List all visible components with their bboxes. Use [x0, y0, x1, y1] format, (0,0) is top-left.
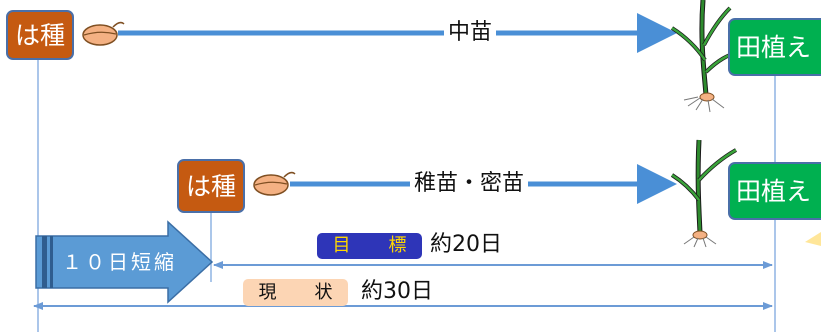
sowing-label: は種 — [185, 171, 236, 201]
planting-box-top: 田植え — [728, 18, 821, 76]
current-days: 約30日 — [361, 279, 433, 304]
rice-seedling-icon — [670, 0, 739, 113]
seedling-type-young-dense: 稚苗・密苗 — [410, 173, 529, 195]
seedling-type-medium: 中苗 — [444, 22, 497, 44]
shortening-arrow-stripe — [42, 236, 47, 288]
planting-box-bottom: 田植え — [728, 162, 821, 220]
shortening-label: １０日短縮 — [62, 250, 177, 274]
rice-seedling-icon — [670, 139, 737, 248]
planting-label: 田植え — [736, 32, 812, 62]
sowing-box-late: は種 — [177, 159, 245, 213]
current-badge: 現 状 — [243, 279, 348, 306]
seed-icon — [82, 21, 125, 46]
decorative-wedge — [805, 232, 821, 246]
sowing-box-early: は種 — [6, 10, 74, 60]
seed-icon — [253, 171, 296, 196]
shortening-arrow-stripe — [50, 236, 53, 288]
shortening-arrow — [35, 220, 214, 304]
target-badge: 目 標 — [317, 233, 422, 259]
planting-label: 田植え — [736, 176, 812, 206]
sowing-label: は種 — [14, 20, 65, 50]
target-days: 約20日 — [430, 232, 502, 257]
